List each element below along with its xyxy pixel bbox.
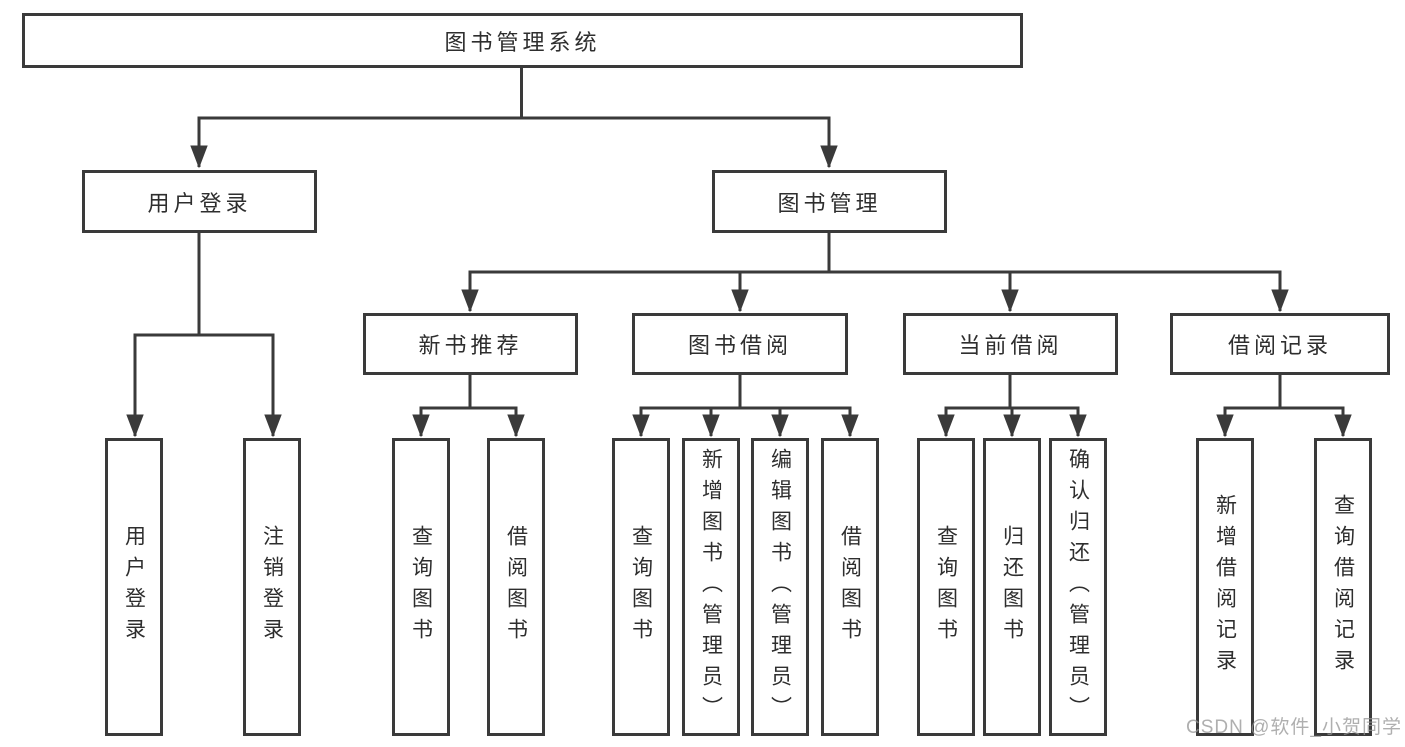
leaf-borrow-borrow-book: 借阅图书: [821, 438, 879, 736]
node-new-book-recommend: 新书推荐: [363, 313, 578, 375]
leaf-current-query-book: 查询图书: [917, 438, 975, 736]
node-book-borrow: 图书借阅: [632, 313, 848, 375]
node-book-management: 图书管理: [712, 170, 947, 233]
leaf-borrow-edit-book-admin: 编辑图书（管理员）: [751, 438, 809, 736]
leaf-recommend-query-book: 查询图书: [392, 438, 450, 736]
leaf-logout: 注销登录: [243, 438, 301, 736]
leaf-records-add-record: 新增借阅记录: [1196, 438, 1254, 736]
node-root: 图书管理系统: [22, 13, 1023, 68]
watermark: CSDN @软件_小贺同学: [1186, 717, 1402, 738]
node-current-borrow: 当前借阅: [903, 313, 1118, 375]
leaf-user-login: 用户登录: [105, 438, 163, 736]
leaf-current-return-book: 归还图书: [983, 438, 1041, 736]
leaf-current-confirm-return-admin: 确认归还（管理员）: [1049, 438, 1107, 736]
node-borrow-records: 借阅记录: [1170, 313, 1390, 375]
leaf-records-query-record: 查询借阅记录: [1314, 438, 1372, 736]
leaf-recommend-borrow-book: 借阅图书: [487, 438, 545, 736]
leaf-borrow-add-book-admin: 新增图书（管理员）: [682, 438, 740, 736]
leaf-borrow-query-book: 查询图书: [612, 438, 670, 736]
node-user-login: 用户登录: [82, 170, 317, 233]
